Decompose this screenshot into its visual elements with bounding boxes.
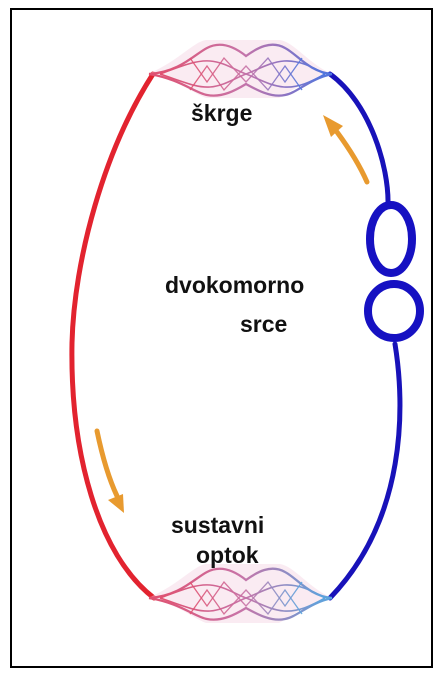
- flow-arrow-lower-icon: [94, 428, 124, 513]
- systemic-label-line2: optok: [196, 542, 259, 568]
- heart-label-line2: srce: [240, 311, 287, 337]
- oxygenated-vessel-left: [69, 71, 157, 601]
- flow-arrow-upper-icon: [323, 115, 370, 185]
- systemic-label-line1: sustavni: [171, 512, 264, 538]
- deoxygenated-vessel-lower: [327, 341, 403, 601]
- systemic-capillary-network: [148, 564, 333, 623]
- deoxygenated-vessel-upper: [327, 71, 391, 208]
- gills-label: škrge: [191, 100, 252, 126]
- gill-capillary-network: [148, 40, 333, 98]
- heart-label-line1: dvokomorno: [165, 272, 304, 298]
- heart-icon: [364, 201, 424, 342]
